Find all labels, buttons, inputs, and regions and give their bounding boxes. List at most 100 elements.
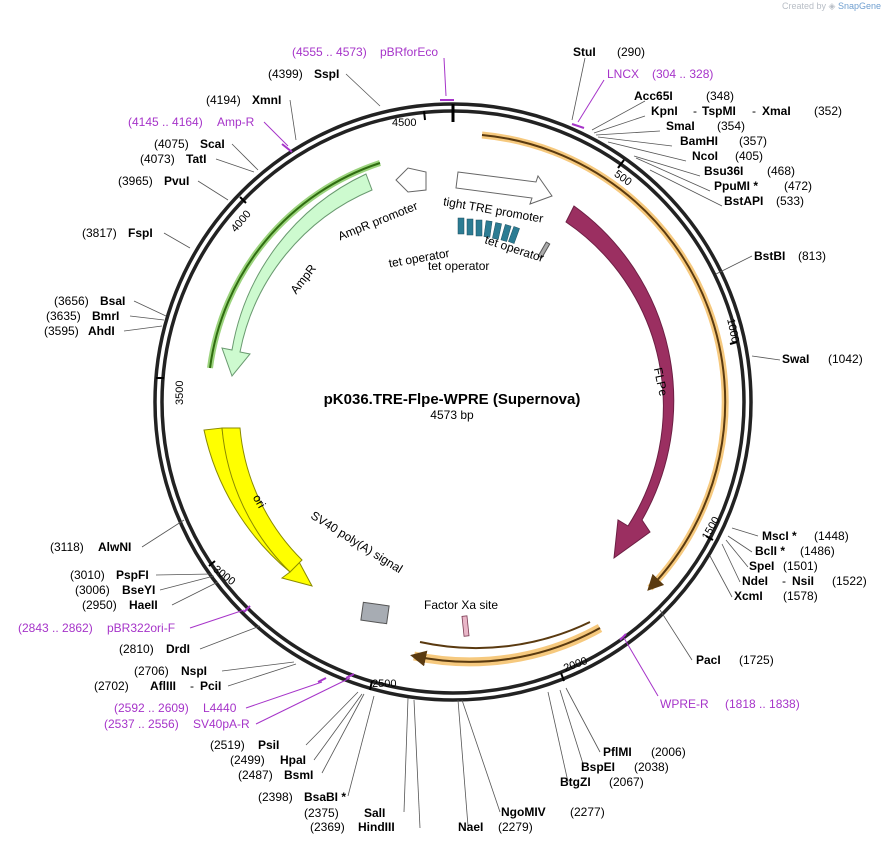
- site-pos: (3656): [54, 294, 89, 308]
- primer-range: (4145 .. 4164): [128, 115, 203, 129]
- primer-range: (2592 .. 2609): [114, 701, 189, 715]
- site-name: StuI: [573, 45, 596, 59]
- site-pos: (3010): [70, 568, 105, 582]
- site-name: NaeI: [458, 820, 483, 834]
- flpe-feature-arc: [565, 205, 675, 560]
- plasmid-name: pK036.TRE-Flpe-WPRE (Supernova): [324, 391, 581, 408]
- site-labels: StuI (290) Acc65I (348) KpnI - TspMI - X…: [44, 45, 867, 834]
- factor-xa-label: Factor Xa site: [424, 598, 498, 612]
- tet-operator-blocks: [457, 217, 520, 244]
- site-name: MscI *: [762, 529, 797, 543]
- site-name: TatI: [186, 152, 206, 166]
- primer-name: pBR322ori-F: [107, 621, 175, 635]
- primer-range: (304 .. 328): [652, 67, 713, 81]
- site-pos: (2067): [609, 775, 644, 789]
- primer-name: WPRE-R: [660, 697, 709, 711]
- tet-operator-label-2: tet operator: [428, 259, 489, 273]
- ampr-promoter-arrow: [395, 167, 427, 193]
- tick-label: 4500: [392, 117, 416, 129]
- site-pos: (405): [735, 149, 763, 163]
- site-name: PvuI: [164, 174, 189, 188]
- wpre-highlight-arc: [481, 131, 729, 591]
- site-pos: (352): [814, 104, 842, 118]
- ampr-promoter-label: AmpR promoter: [336, 199, 420, 244]
- primer-name: LNCX: [607, 67, 639, 81]
- site-pos: (4073): [140, 152, 175, 166]
- site-separator: -: [782, 574, 786, 588]
- site-pos: (2375): [304, 806, 339, 820]
- site-pos: (1486): [800, 544, 835, 558]
- site-pos: (1578): [783, 589, 818, 603]
- site-name: NgoMIV: [501, 805, 546, 819]
- primer-range: (1818 .. 1838): [725, 697, 800, 711]
- site-name: BclI *: [755, 544, 785, 558]
- site-name: TspMI: [702, 104, 736, 118]
- site-name: ScaI: [200, 137, 225, 151]
- site-name: SspI: [314, 67, 339, 81]
- site-name: AlwNI: [98, 540, 131, 554]
- ori-label: ori: [250, 492, 269, 511]
- site-pos: (468): [767, 164, 795, 178]
- site-pos: (357): [739, 134, 767, 148]
- site-pos: (1501): [783, 559, 818, 573]
- primer-name: SV40pA-R: [193, 717, 250, 731]
- site-name: PspFI: [116, 568, 149, 582]
- site-name: XmaI: [762, 104, 791, 118]
- tick-label: 3500: [174, 381, 186, 405]
- site-pos: (533): [776, 194, 804, 208]
- snapgene-credit: Created by ◈ SnapGene: [782, 1, 881, 12]
- site-name: BstBI: [754, 249, 785, 263]
- plasmid-length: 4573 bp: [430, 408, 474, 422]
- site-name: XcmI: [734, 589, 763, 603]
- primer-range: (2537 .. 2556): [104, 717, 179, 731]
- site-pos: (1448): [814, 529, 849, 543]
- site-pos: (3595): [44, 324, 79, 338]
- site-pos: (3965): [118, 174, 153, 188]
- site-name: PflMI: [603, 745, 632, 759]
- site-pos: (2499): [230, 753, 265, 767]
- site-pos: (1522): [832, 574, 867, 588]
- site-pos: (348): [706, 89, 734, 103]
- primer-labels: (4555 .. 4573) pBRforEco LNCX (304 .. 32…: [18, 45, 800, 731]
- primer-name: Amp-R: [217, 115, 255, 129]
- site-pos: (4399): [268, 67, 303, 81]
- tight-tre-promoter-arrow: [455, 171, 553, 205]
- site-separator: -: [752, 104, 756, 118]
- site-name: NdeI: [742, 574, 768, 588]
- site-name: HpaI: [280, 753, 306, 767]
- site-name: BtgZI: [560, 775, 591, 789]
- site-pos: (3635): [46, 309, 81, 323]
- site-pos: (1725): [739, 653, 774, 667]
- site-name: XmnI: [252, 93, 281, 107]
- site-separator: -: [693, 104, 697, 118]
- site-pos: (2950): [82, 598, 117, 612]
- factor-xa-feature-block: [461, 615, 470, 637]
- primer-leader-lines: [189, 57, 659, 725]
- site-pos: (2706): [134, 664, 169, 678]
- site-name: BsmI: [284, 768, 313, 782]
- site-name: BmrI: [92, 309, 119, 323]
- site-name: PsiI: [258, 738, 279, 752]
- site-pos: (4075): [154, 137, 189, 151]
- site-pos: (354): [717, 119, 745, 133]
- site-name: SwaI: [782, 352, 809, 366]
- site-name: BamHI: [680, 134, 718, 148]
- tick-label: 2500: [372, 678, 396, 690]
- snapgene-logo-icon: ◈: [828, 1, 836, 11]
- wpre-inner-arc-3: [419, 621, 591, 650]
- wpre-inner-arc-2: [410, 627, 601, 667]
- site-separator: -: [190, 679, 194, 693]
- primer-name: pBRforEco: [380, 45, 438, 59]
- site-pos: (2277): [570, 805, 605, 819]
- site-name: PpuMI *: [714, 179, 758, 193]
- site-pos: (2279): [498, 820, 533, 834]
- primer-name: L4440: [203, 701, 237, 715]
- sv40-feature-block: [360, 601, 390, 625]
- tet-operator-small: [537, 241, 551, 259]
- site-name: BspEI: [581, 760, 615, 774]
- site-name: HaeII: [129, 598, 158, 612]
- site-pos: (2702): [94, 679, 129, 693]
- site-name: BseYI: [122, 583, 155, 597]
- site-pos: (3817): [82, 226, 117, 240]
